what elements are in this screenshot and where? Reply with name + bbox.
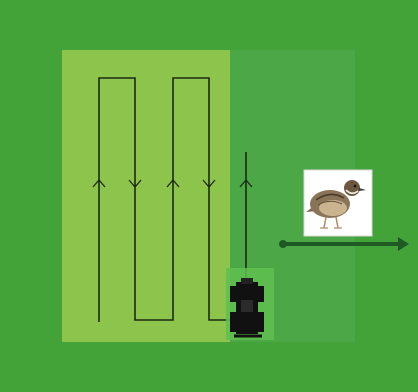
- tractor-mower-icon: [226, 268, 274, 340]
- quail-card: [304, 170, 372, 236]
- mowed-area: [62, 50, 230, 342]
